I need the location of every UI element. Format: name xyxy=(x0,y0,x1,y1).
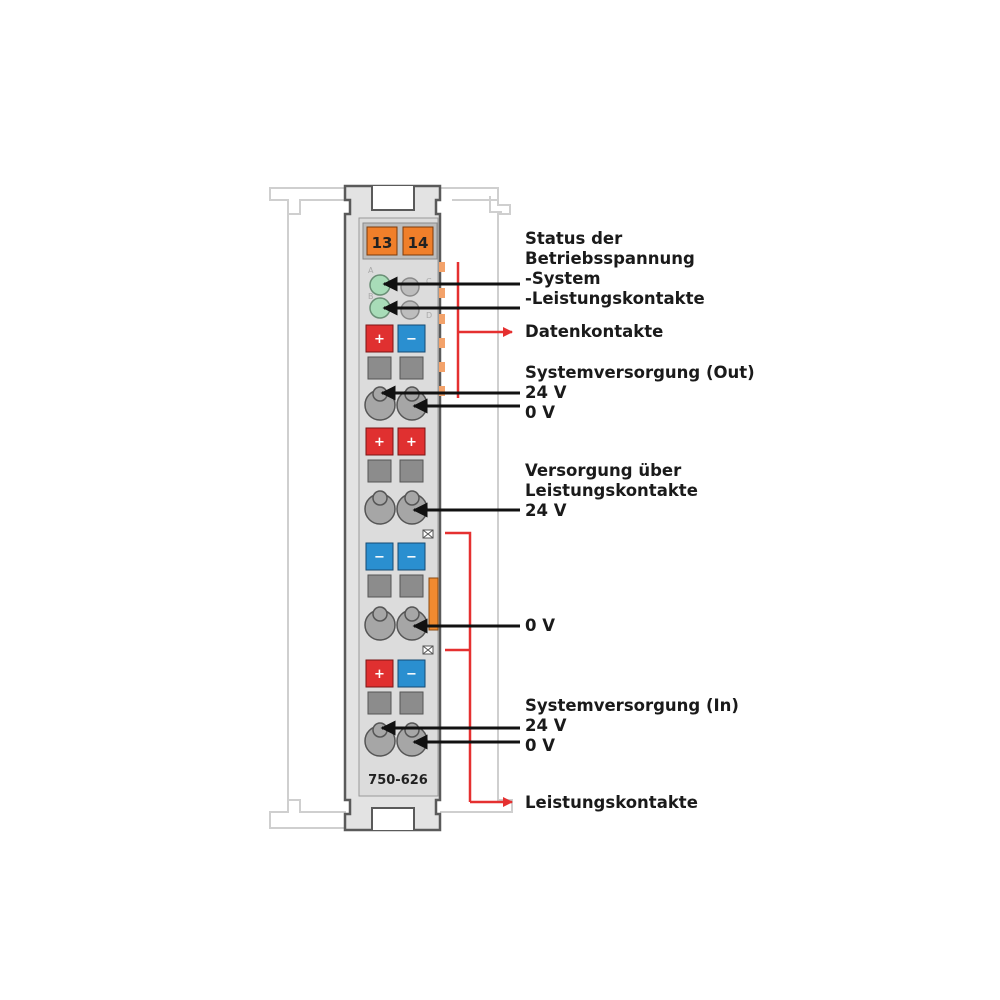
power-contact-marker-icon xyxy=(422,529,434,655)
status-power-label: -Leistungskontakte xyxy=(525,289,705,308)
svg-text:+: + xyxy=(374,435,385,450)
status-voltage-label: Status der Betriebsspannung -System -Lei… xyxy=(525,229,705,308)
svg-text:−: − xyxy=(406,332,417,347)
fuse-holder: 13 14 xyxy=(362,222,438,260)
minus-marker-icon xyxy=(397,324,426,353)
minus-marker-icon xyxy=(397,659,426,688)
clamp-opening-icon xyxy=(364,606,396,641)
release-button xyxy=(367,691,392,715)
release-button xyxy=(399,691,424,715)
fuse-13 xyxy=(366,226,398,256)
callout-arrows xyxy=(380,276,520,750)
svg-text:+: + xyxy=(374,332,385,347)
data-contacts-label: Datenkontakte xyxy=(525,322,664,341)
svg-text:−: − xyxy=(406,550,417,565)
svg-text:+: + xyxy=(406,435,417,450)
data-contacts-bracket xyxy=(456,262,513,398)
supply-in-label: Systemversorgung (In) 24 V 0 V xyxy=(525,696,739,755)
minus-marker-icon xyxy=(397,542,426,571)
terminal-block-system-out: + − xyxy=(364,324,428,421)
zero-v-label: 0 V xyxy=(525,616,555,635)
plus-marker-icon xyxy=(365,324,394,353)
terminal-block-power-0v: − − xyxy=(364,542,439,641)
svg-text:−: − xyxy=(406,667,417,682)
minus-marker-icon xyxy=(365,542,394,571)
fuse-14 xyxy=(402,226,434,256)
release-button xyxy=(399,356,424,380)
led-d-icon xyxy=(400,300,420,320)
led-letter-d: D xyxy=(426,311,432,320)
module-model-label: 750-626 xyxy=(368,773,428,788)
release-button xyxy=(399,459,424,483)
release-button xyxy=(399,574,424,598)
fuse-13-label: 13 xyxy=(372,234,393,252)
release-button xyxy=(367,356,392,380)
power-contacts-label: Leistungskontakte xyxy=(525,793,698,812)
clamp-opening-icon xyxy=(364,490,396,525)
power-contacts-bracket xyxy=(445,531,513,807)
plus-marker-icon xyxy=(397,427,426,456)
data-contacts-strip xyxy=(439,262,445,396)
plus-marker-icon xyxy=(365,427,394,456)
svg-text:−: − xyxy=(374,550,385,565)
release-button xyxy=(367,459,392,483)
status-system-label: -System xyxy=(525,269,601,288)
release-button xyxy=(367,574,392,598)
svg-text:+: + xyxy=(374,667,385,682)
power-jumper-icon xyxy=(428,577,439,631)
led-letter-c: C xyxy=(426,277,432,286)
led-letter-b: B xyxy=(368,292,374,301)
led-c-icon xyxy=(400,277,420,297)
supply-out-label: Systemversorgung (Out) 24 V 0 V xyxy=(525,363,755,422)
plus-marker-icon xyxy=(365,659,394,688)
led-letter-a: A xyxy=(368,266,374,275)
fuse-14-label: 14 xyxy=(408,234,429,252)
supply-power-contacts-label: Versorgung über Leistungskontakte 24 V xyxy=(525,461,698,520)
